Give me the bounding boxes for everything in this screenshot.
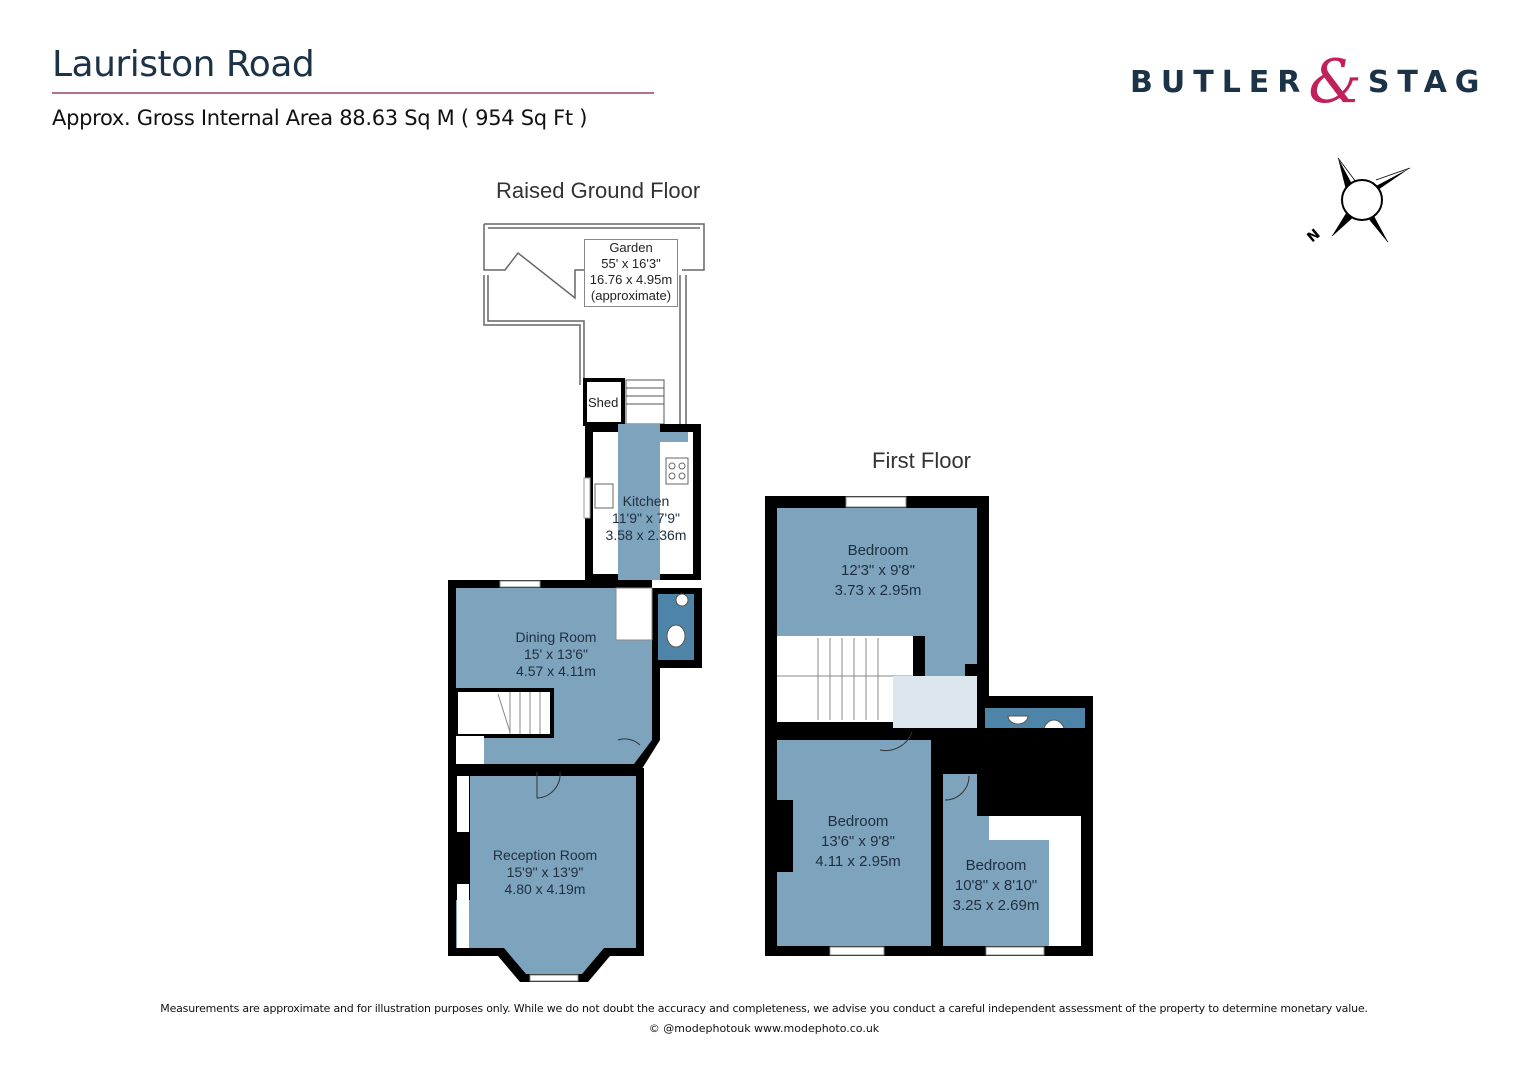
room-imperial: 12'3" x 9'8" [841,562,915,579]
room-name: Bedroom [847,542,909,559]
room-label-garden: Garden 55' x 16'3" 16.76 x 4.95m (approx… [584,239,678,307]
room-metric: 3.73 x 2.95m [834,582,922,599]
room-metric: 3.25 x 2.69m [952,897,1040,914]
room-name: Reception Room [492,847,598,863]
title-divider [52,92,654,94]
room-metric: 4.11 x 2.95m [815,853,901,870]
room-label-shed: Shed [588,395,619,410]
room-note: (approximate) [590,288,672,303]
room-imperial: 55' x 16'3" [601,256,661,271]
room-imperial: 15'9" x 13'9" [506,864,584,880]
gross-area-subtitle: Approx. Gross Internal Area 88.63 Sq M (… [52,106,588,130]
wc [652,588,702,668]
room-label-reception-room: Reception Room 15'9" x 13'9" 4.80 x 4.19… [486,847,604,898]
room-imperial: 10'8" x 8'10" [954,877,1038,894]
first-floor-bedrooms-lower [765,728,1093,956]
room-label-bedroom-2: Bedroom 13'6" x 9'8" 4.11 x 2.95m [802,812,914,872]
photo-credit: © @modephotouk www.modephoto.co.uk [648,1022,880,1035]
room-metric: 3.58 x 2.36m [605,527,687,543]
garden-steps [625,379,665,425]
room-imperial: 13'6" x 9'8" [821,833,895,850]
logo-left-word: BUTLER [1130,64,1309,100]
room-label-bedroom-1: Bedroom 12'3" x 9'8" 3.73 x 2.95m [822,541,934,601]
dining-room [448,580,660,772]
garden-outline [483,223,705,425]
butler-stag-logo: BUTLER & STAG [1130,52,1487,112]
kitchen [583,424,701,580]
room-metric: 4.80 x 4.19m [504,881,586,897]
page-title: Lauriston Road [52,44,315,85]
room-name: Bedroom [827,813,889,830]
logo-right-word: STAG [1367,64,1488,100]
room-imperial: 11'9" x 7'9" [612,510,680,526]
first-floor-bedroom-1 [765,496,989,774]
room-label-kitchen: Kitchen 11'9" x 7'9" 3.58 x 2.36m [598,493,694,544]
room-name: Dining Room [515,629,597,645]
room-label-dining-room: Dining Room 15' x 13'6" 4.57 x 4.11m [500,629,612,680]
compass-icon: N [1304,157,1411,246]
room-metric: 4.57 x 4.11m [516,663,596,679]
room-name: Bedroom [965,857,1027,874]
room-imperial: 15' x 13'6" [523,646,589,662]
room-name: Garden [609,240,653,255]
room-name: Kitchen [622,493,670,509]
room-label-bedroom-3: Bedroom 10'8" x 8'10" 3.25 x 2.69m [940,856,1052,916]
room-metric: 16.76 x 4.95m [589,272,673,287]
floor-label-raised-ground: Raised Ground Floor [496,178,701,203]
reception-room [448,768,644,982]
floor-label-first: First Floor [872,448,971,473]
logo-ampersand: & [1308,47,1362,117]
disclaimer-text: Measurements are approximate and for ill… [160,1002,1368,1015]
